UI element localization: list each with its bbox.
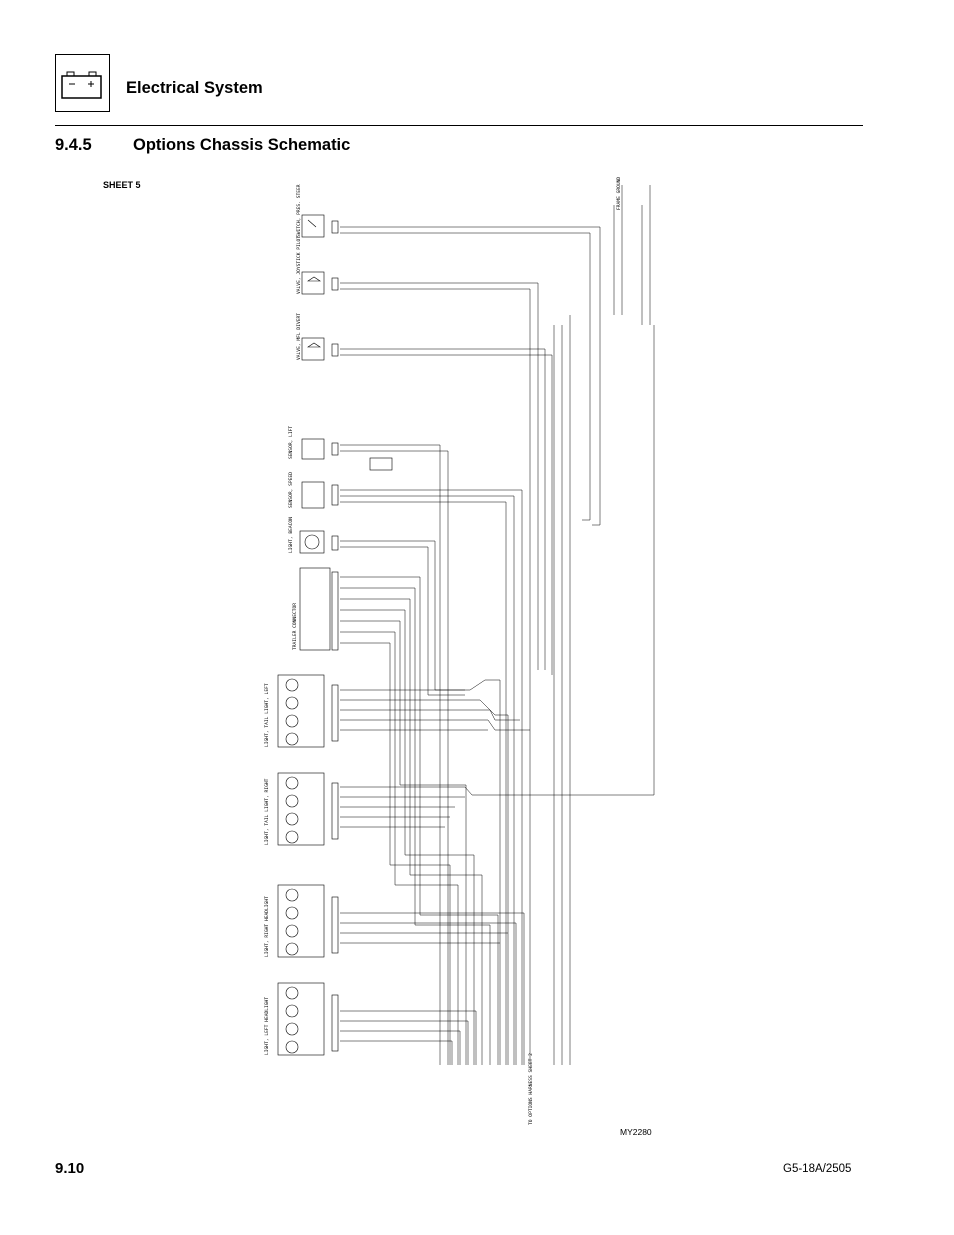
section-title: Options Chassis Schematic [133,136,351,154]
page-number: 9.10 [55,1160,85,1177]
battery-icon [61,71,102,99]
figure-id: MY2280 [620,1127,652,1137]
label-frame-ground: FRAME GROUND [616,177,622,210]
label-to-options-harness: TO OPTIONS HARNESS SHEET 2 [528,1053,534,1125]
header-divider [55,125,863,126]
document-code: G5-18A/2505 [783,1163,852,1175]
label-trailer: TRAILER CONNECTOR [292,603,298,650]
label-joystick-pilot: VALVE, JOYSTICK PILOT [296,236,302,294]
label-pres-steer: SWITCH, PRES. STEER [296,184,302,237]
sheet-label: SHEET 5 [103,180,141,190]
chapter-title: Electrical System [126,79,263,97]
header-icon-frame [55,54,110,112]
label-tail-right: LIGHT, TAIL LIGHT, RIGHT [264,778,270,845]
label-head-left: LIGHT, LEFT HEADLIGHT [264,997,270,1055]
label-head-right: LIGHT, RIGHT HEADLIGHT [264,896,270,957]
label-tail-left: LIGHT, TAIL LIGHT, LEFT [264,683,270,747]
label-mfl-divert: VALVE, MFL DIVERT [296,313,302,360]
section-number: 9.4.5 [55,136,92,154]
label-beacon: LIGHT, BEACON [288,517,294,553]
label-sensor-lift: SENSOR, LIFT [288,426,294,459]
label-sensor-speed: SENSOR, SPEED [288,472,294,508]
wiring-schematic: SWITCH, PRES. STEER VALVE, JOYSTICK PILO… [264,177,655,1125]
